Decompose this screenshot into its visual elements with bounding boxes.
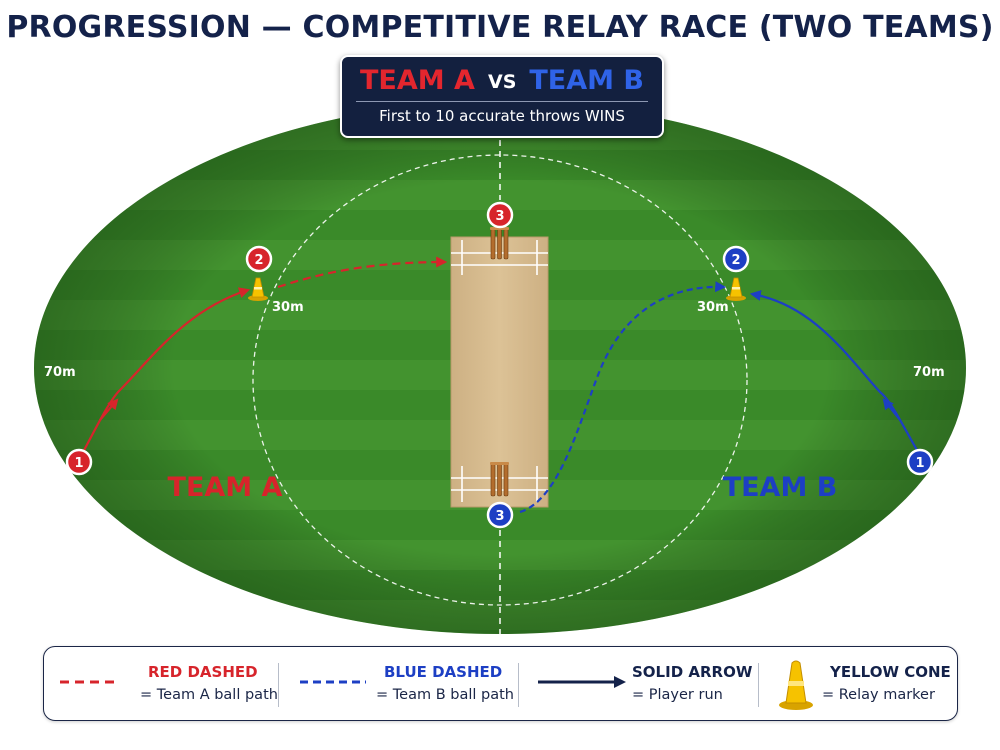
red-dashed-line-icon — [60, 680, 118, 684]
legend-red-title: RED DASHED — [148, 663, 258, 681]
svg-text:2: 2 — [254, 253, 263, 268]
banner-team-a: TEAM A — [360, 65, 475, 96]
cone-icon — [779, 660, 813, 710]
svg-text:3: 3 — [495, 209, 504, 224]
team-a-marker-1: 1 — [65, 448, 93, 476]
team-a-field-label: TEAM A — [168, 472, 283, 503]
legend-cone-sub: = Relay marker — [822, 687, 935, 703]
match-banner: TEAM A VS TEAM B First to 10 accurate th… — [340, 55, 664, 138]
banner-vs: VS — [488, 71, 517, 93]
team-b-marker-1: 1 — [906, 448, 934, 476]
team-b-ball-path — [519, 281, 727, 514]
team-b-run-path — [749, 290, 919, 453]
team-a-marker-3: 3 — [486, 201, 514, 229]
inner-circle — [252, 154, 748, 606]
page-title: PROGRESSION — COMPETITIVE RELAY RACE (TW… — [6, 10, 994, 45]
arrow-icon — [538, 676, 626, 688]
banner-teams-row: TEAM A VS TEAM B — [342, 65, 662, 99]
team-b-field-label: TEAM B — [723, 472, 838, 503]
svg-text:1: 1 — [74, 456, 83, 471]
team-b-run-arrow — [882, 398, 901, 421]
banner-team-b: TEAM B — [529, 65, 644, 96]
distance-label: 70m — [44, 365, 76, 380]
legend-arrow-title: SOLID ARROW — [632, 663, 753, 681]
team-b-marker-2: 2 — [722, 245, 750, 273]
svg-text:3: 3 — [495, 509, 504, 524]
legend-divider — [518, 663, 519, 707]
blue-dashed-line-icon — [300, 680, 366, 684]
team-a-run-path — [79, 287, 251, 459]
cone-icon — [726, 277, 746, 301]
legend-red-sub: = Team A ball path — [140, 687, 278, 703]
legend-divider — [278, 663, 279, 707]
legend-blue-sub: = Team B ball path — [376, 687, 514, 703]
team-a-marker-2: 2 — [245, 245, 273, 273]
legend: RED DASHED = Team A ball path BLUE DASHE… — [43, 646, 958, 721]
stumps-icon — [490, 227, 509, 260]
team-a-run-arrow — [99, 398, 119, 421]
stumps-icon — [490, 462, 509, 497]
distance-label: 30m — [272, 300, 304, 315]
distance-label: 30m — [697, 300, 729, 315]
legend-cone-title: YELLOW CONE — [830, 663, 951, 681]
svg-text:1: 1 — [915, 456, 924, 471]
legend-divider — [758, 663, 759, 707]
team-a-ball-path — [277, 256, 448, 289]
distance-label: 70m — [913, 365, 945, 380]
team-b-marker-3: 3 — [486, 501, 514, 529]
legend-blue-title: BLUE DASHED — [384, 663, 503, 681]
legend-arrow-sub: = Player run — [632, 687, 723, 703]
svg-text:2: 2 — [731, 253, 740, 268]
cone-icon — [248, 277, 268, 301]
banner-divider — [356, 101, 648, 102]
banner-subtitle: First to 10 accurate throws WINS — [379, 107, 625, 125]
